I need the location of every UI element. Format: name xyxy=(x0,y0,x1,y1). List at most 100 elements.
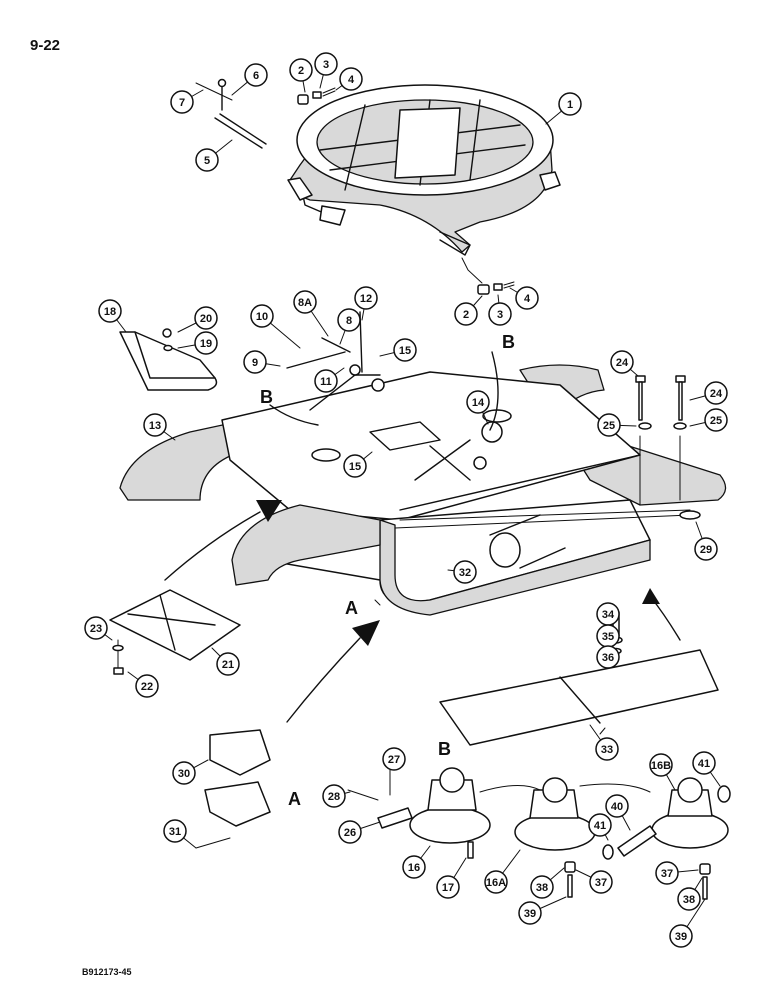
balloon-circle xyxy=(393,338,417,362)
balloon-circle xyxy=(250,304,274,328)
leader-lines xyxy=(374,599,651,793)
balloon-circle xyxy=(243,350,267,374)
balloon-label: 38 xyxy=(536,882,548,894)
balloon-label: 38 xyxy=(683,894,695,906)
balloon-circle xyxy=(244,63,268,87)
balloon-19: 19 xyxy=(177,331,218,355)
balloon-label: 2 xyxy=(298,65,304,77)
bolts-24 xyxy=(635,375,687,506)
seal-29 xyxy=(679,510,701,520)
balloon-9: 9 xyxy=(243,350,281,374)
balloon-7: 7 xyxy=(170,89,204,114)
page-number: 9-22 xyxy=(30,37,60,54)
balloon-circle xyxy=(588,813,612,837)
callout-A-frame: A xyxy=(345,598,358,618)
balloon-36: 36 xyxy=(596,645,620,669)
balloon-circle xyxy=(84,616,108,640)
balloon-29: 29 xyxy=(694,521,718,561)
balloon-label: 39 xyxy=(675,931,687,943)
balloon-label: 16B xyxy=(651,760,671,772)
balloon-circle xyxy=(338,820,362,844)
balloon-label: 13 xyxy=(149,420,161,432)
balloon-label: 3 xyxy=(323,59,329,71)
callout-B-clevis: B xyxy=(438,739,451,759)
balloon-label: 15 xyxy=(399,345,411,357)
balloon-circle xyxy=(339,67,363,91)
balloon-label: 27 xyxy=(388,754,400,766)
balloon-30: 30 xyxy=(172,759,209,785)
balloon-label: 14 xyxy=(472,397,485,409)
balloon-26: 26 xyxy=(338,820,381,844)
balloon-label: 8A xyxy=(298,297,312,309)
balloon-circle xyxy=(402,855,426,879)
balloon-label: 31 xyxy=(169,826,181,838)
balloon-38: 38 xyxy=(677,877,703,911)
balloon-label: 21 xyxy=(222,659,234,671)
balloon-label: 23 xyxy=(90,623,102,635)
balloon-circle xyxy=(216,652,240,676)
balloon-label: 17 xyxy=(442,882,454,894)
balloon-27: 27 xyxy=(382,747,406,771)
balloon-circle xyxy=(314,52,338,76)
balloon-2: 2 xyxy=(454,295,483,326)
balloon-circle xyxy=(595,737,619,761)
balloon-circle xyxy=(293,290,317,314)
balloon-label: 16A xyxy=(486,877,506,889)
balloon-label: 22 xyxy=(141,681,153,693)
balloon-circle xyxy=(484,870,508,894)
balloon-4: 4 xyxy=(509,286,539,310)
balloon-circle xyxy=(343,454,367,478)
balloon-circle xyxy=(610,350,634,374)
balloon-label: 8 xyxy=(346,315,352,327)
balloon-circle xyxy=(143,413,167,437)
balloon-circle xyxy=(488,302,512,326)
balloon-37: 37 xyxy=(655,861,699,885)
balloon-circle xyxy=(669,924,693,948)
balloon-label: 24 xyxy=(616,357,629,369)
balloon-41: 41 xyxy=(692,751,721,787)
balloon-label: 24 xyxy=(710,388,723,400)
balloon-label: 10 xyxy=(256,311,268,323)
grease-fitting-top xyxy=(297,87,336,105)
balloon-circle xyxy=(337,308,361,332)
balloon-16B: 16B xyxy=(649,753,676,791)
balloon-4: 4 xyxy=(335,67,363,91)
balloon-23: 23 xyxy=(84,616,113,641)
balloon-label: 18 xyxy=(104,306,116,318)
balloon-15: 15 xyxy=(379,338,417,362)
balloon-circle xyxy=(454,302,478,326)
balloon-25: 25 xyxy=(689,408,728,432)
balloon-25: 25 xyxy=(597,413,637,437)
balloon-label: 1 xyxy=(567,99,573,111)
lever-assembly xyxy=(286,311,503,470)
balloon-1: 1 xyxy=(545,92,582,125)
balloon-label: 4 xyxy=(524,293,531,305)
balloon-32: 32 xyxy=(447,560,477,584)
balloon-circle xyxy=(704,408,728,432)
bearing-housing xyxy=(287,84,561,256)
balloon-circle xyxy=(704,381,728,405)
balloon-13: 13 xyxy=(143,413,176,441)
callout-B-right: B xyxy=(502,332,515,352)
balloon-39: 39 xyxy=(669,898,706,948)
balloon-37: 37 xyxy=(575,869,613,894)
balloon-41: 41 xyxy=(588,813,612,841)
balloon-24: 24 xyxy=(689,381,728,405)
balloon-22: 22 xyxy=(127,671,159,698)
balloon-12: 12 xyxy=(354,286,378,321)
balloon-8A: 8A xyxy=(293,290,329,337)
balloon-20: 20 xyxy=(177,306,218,333)
balloon-label: 16 xyxy=(408,862,420,874)
balloon-label: 35 xyxy=(602,631,614,643)
balloon-label: 40 xyxy=(611,801,623,813)
balloon-label: 20 xyxy=(200,313,212,325)
balloon-40: 40 xyxy=(605,794,631,831)
balloon-6: 6 xyxy=(231,63,268,96)
balloon-label: 37 xyxy=(595,877,607,889)
balloon-3: 3 xyxy=(314,52,338,89)
balloon-label: 11 xyxy=(320,376,332,388)
clevis-16A xyxy=(514,777,596,898)
balloon-circle xyxy=(194,306,218,330)
balloon-16: 16 xyxy=(402,845,431,879)
balloon-circle xyxy=(596,645,620,669)
